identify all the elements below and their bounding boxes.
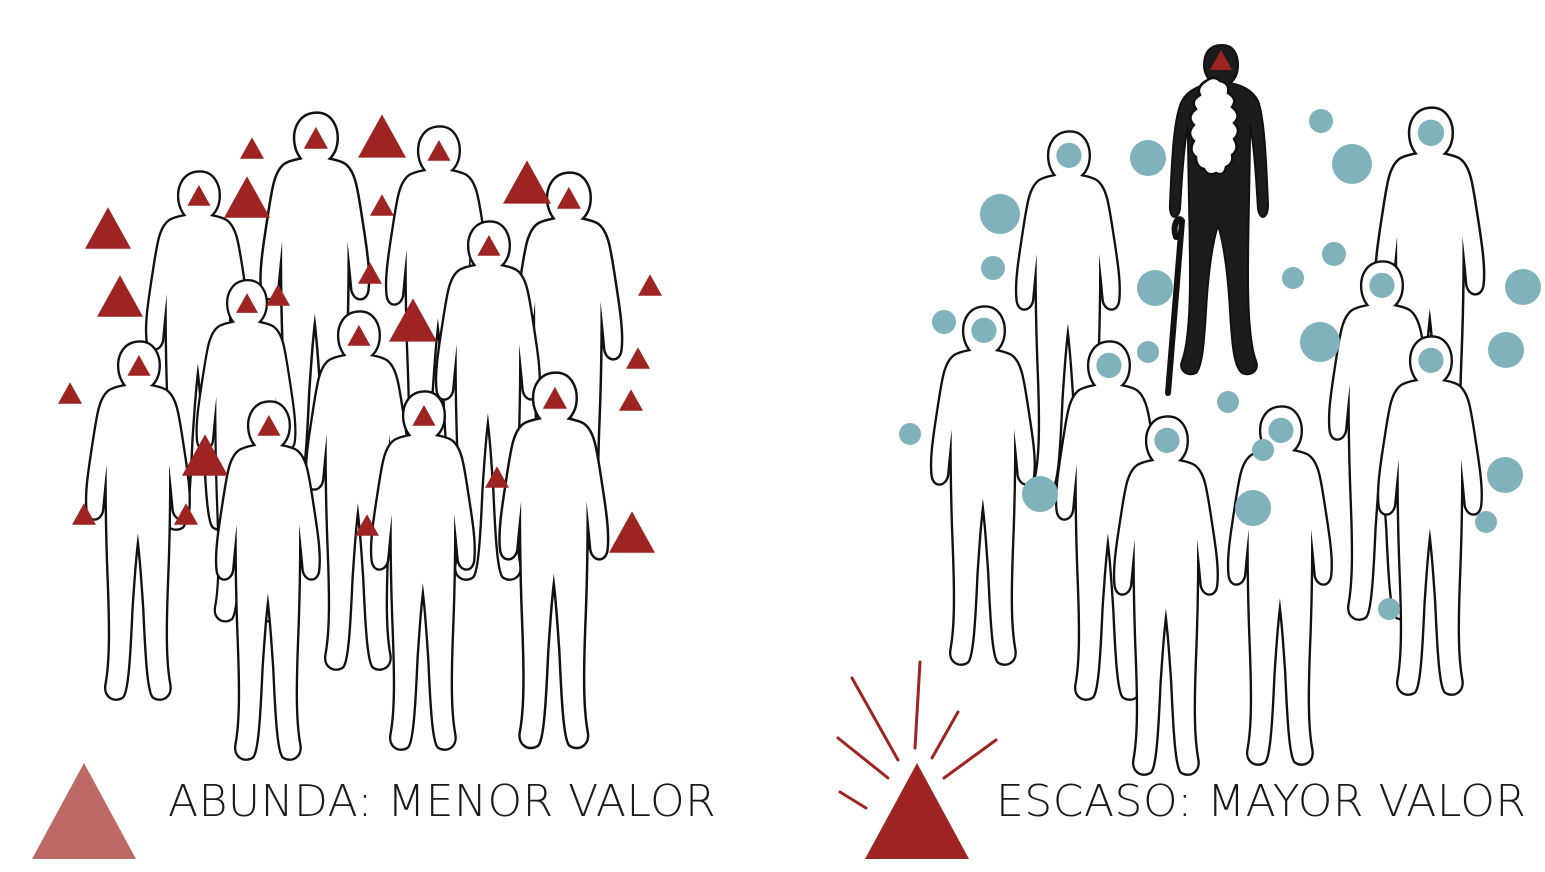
head-triangle-icon (542, 386, 567, 409)
red-triangle-icon (619, 389, 643, 411)
teal-circle-icon (1130, 140, 1166, 176)
teal-circle-icon (1137, 270, 1173, 306)
person-figure (1059, 344, 1157, 696)
right-panel-scarcity (899, 43, 1541, 772)
head-circle-icon (1417, 119, 1445, 146)
teal-circle-icon (1487, 457, 1523, 493)
red-triangle-icon (503, 160, 551, 204)
person-figure (89, 344, 187, 696)
person-figure (374, 394, 472, 746)
sparkle-rays-icon (836, 660, 998, 810)
head-circle-icon (1096, 352, 1122, 378)
red-triangle-icon (58, 382, 82, 404)
teal-circle-icon (1252, 439, 1274, 461)
red-triangle-icon (97, 275, 143, 317)
red-triangle-icon (240, 137, 264, 159)
person-figure (1379, 111, 1481, 480)
person-figure (1231, 409, 1329, 761)
teal-circle-icon (1332, 144, 1372, 184)
person-figure (934, 309, 1032, 661)
teal-circle-icon (1488, 332, 1524, 368)
red-triangle-icon (174, 503, 198, 525)
head-triangle-icon (347, 325, 371, 346)
teal-circle-icon (1300, 322, 1340, 362)
person-figure (264, 116, 366, 485)
caption-scarcity: ESCASO: MAYOR VALOR (996, 776, 1527, 827)
elder-beard (1188, 76, 1240, 176)
person-figure (503, 376, 605, 745)
red-triangle-icon (485, 466, 509, 488)
person-figure (309, 314, 407, 666)
head-circle-icon (1369, 272, 1395, 298)
head-triangle-icon (556, 186, 581, 209)
teal-circle-icon (1505, 269, 1541, 305)
person-figure (149, 174, 247, 526)
head-triangle-icon (303, 126, 328, 149)
red-triangle-icon (224, 176, 270, 218)
red-triangle-icon (72, 503, 96, 525)
person-figure (1381, 339, 1479, 691)
red-triangle-icon (182, 434, 228, 476)
head-triangle-icon (257, 415, 281, 436)
red-triangle-icon (266, 284, 290, 306)
teal-circle-icon (1309, 109, 1333, 133)
legend-group (32, 660, 998, 859)
head-triangle-icon (477, 235, 501, 256)
head-circle-icon (1268, 417, 1294, 443)
caption-abundance: ABUNDA: MENOR VALOR (168, 776, 717, 827)
head-circle-icon (1418, 347, 1444, 373)
left-panel-abundance (58, 114, 662, 756)
head-circle-icon (1154, 427, 1180, 453)
teal-circle-icon (1235, 490, 1271, 526)
head-triangle-icon (427, 140, 451, 161)
person-figure (1332, 264, 1430, 616)
teal-circle-icon (899, 423, 921, 445)
teal-circle-icon (1475, 511, 1497, 533)
elder-figure (1165, 43, 1270, 396)
scarce-triangle-icon (865, 763, 969, 859)
elder-head-triangle-icon (1210, 50, 1232, 70)
red-triangle-icon (389, 298, 437, 342)
head-circle-icon (1056, 142, 1082, 168)
teal-circle-icon (1217, 391, 1239, 413)
teal-circle-icon (1282, 267, 1304, 289)
red-triangle-icon (85, 207, 131, 249)
person-figure (439, 224, 537, 576)
person-figure (389, 129, 487, 481)
cane-icon (1165, 216, 1186, 396)
red-triangle-icon (626, 347, 650, 369)
teal-circle-icon (980, 194, 1020, 234)
teal-circle-icon (1022, 476, 1058, 512)
person-figure (199, 283, 292, 619)
person-figure (1019, 134, 1117, 486)
teal-circle-icon (1378, 598, 1400, 620)
teal-circle-icon (932, 310, 956, 334)
person-figure (219, 404, 317, 756)
head-triangle-icon (187, 185, 211, 206)
red-triangle-icon (609, 511, 655, 553)
red-triangle-icon (355, 514, 379, 536)
head-triangle-icon (236, 293, 258, 313)
person-figure (517, 176, 619, 545)
head-circle-icon (971, 317, 997, 343)
teal-circle-icon (1322, 242, 1346, 266)
red-triangle-icon (358, 114, 406, 158)
red-triangle-icon (370, 194, 394, 216)
teal-circle-icon (981, 256, 1005, 280)
abundant-triangle-icon (32, 763, 136, 859)
red-triangle-icon (638, 274, 662, 296)
head-triangle-icon (127, 355, 151, 376)
head-triangle-icon (412, 405, 436, 426)
red-triangle-icon (358, 262, 382, 284)
person-figure (1117, 419, 1215, 771)
teal-circle-icon (1137, 341, 1159, 363)
